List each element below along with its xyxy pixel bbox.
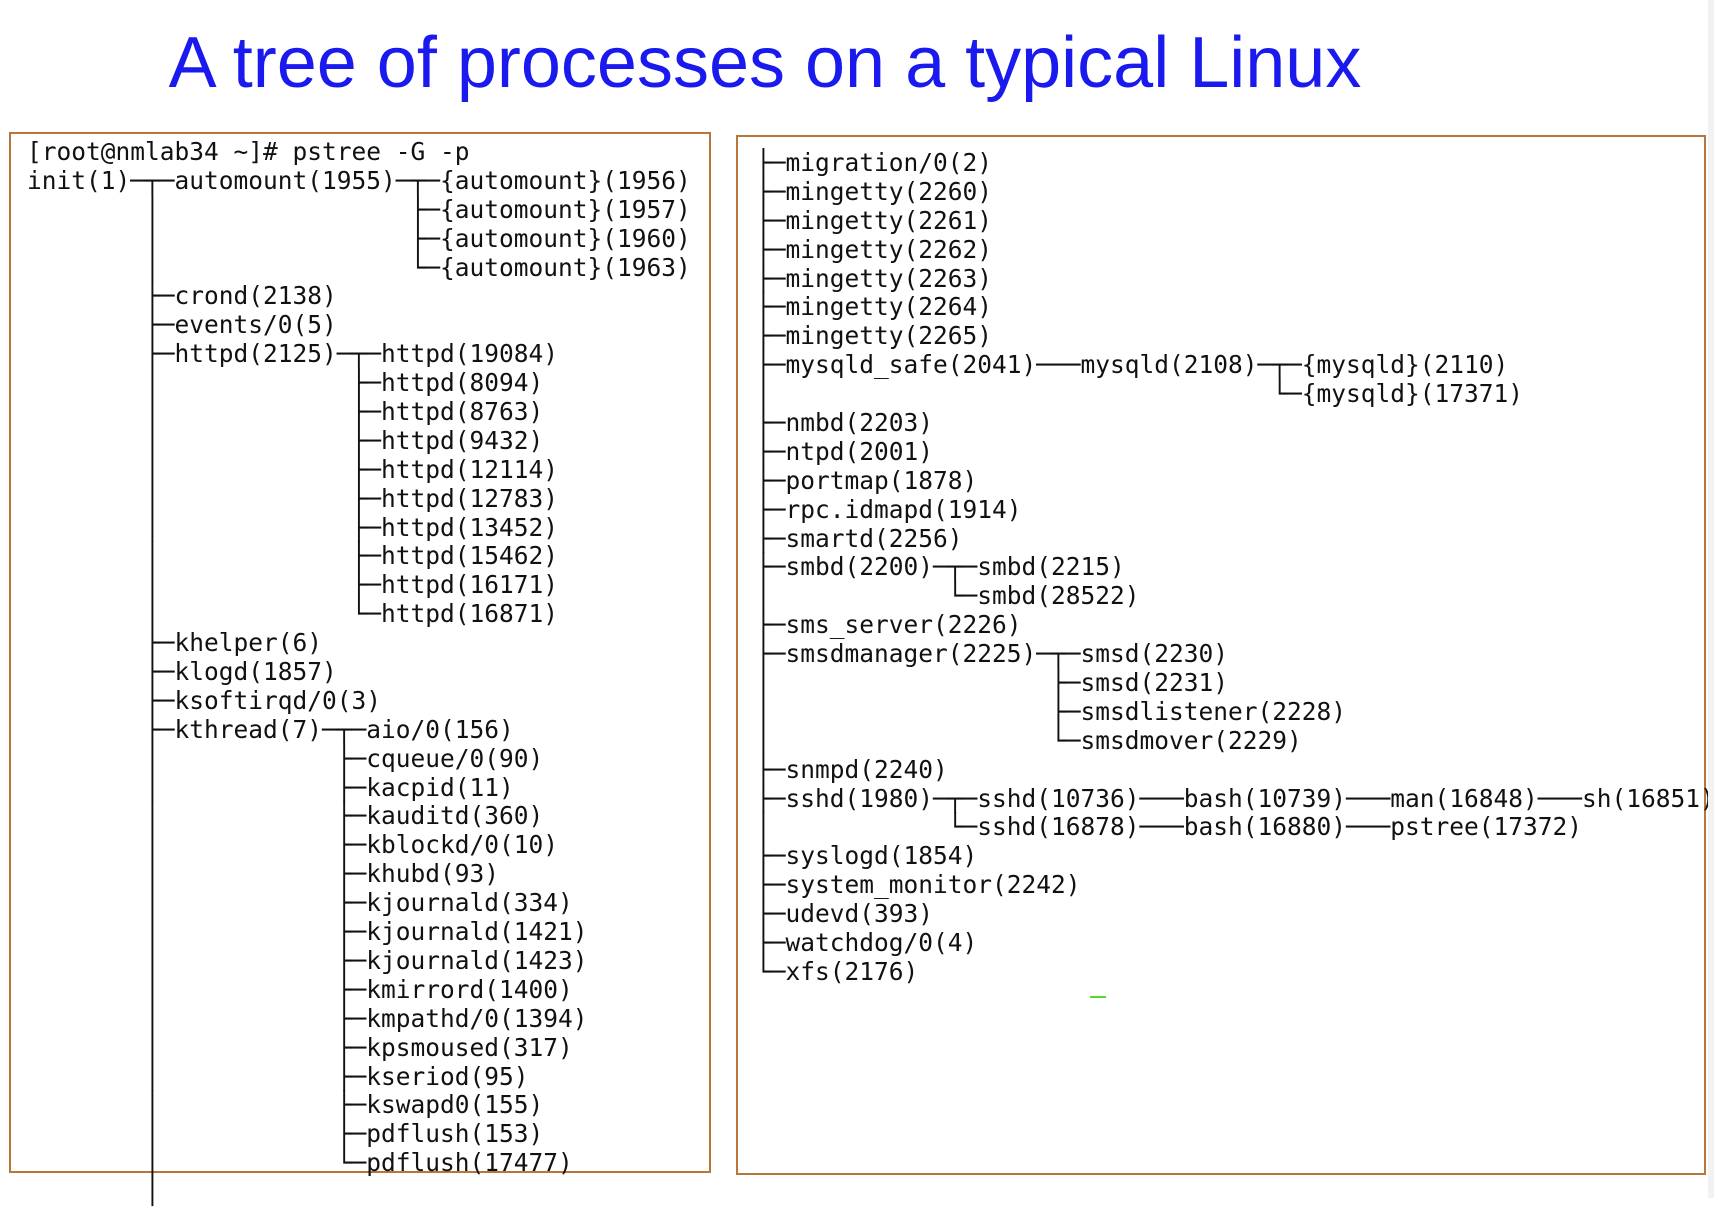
process-tree-line: │ ├─kmpathd/0(1394) bbox=[27, 1003, 588, 1033]
process-tree-line: ├─mysqld_safe(2041)───mysqld(2108)─┬─{my… bbox=[756, 350, 1509, 380]
pstree-output-right: ├─migration/0(2)├─mingetty(2260)├─minget… bbox=[756, 148, 1715, 987]
process-tree-line: ├─httpd(2125)─┬─httpd(19084) bbox=[27, 339, 559, 369]
process-tree-line: │ └─smsdmover(2229) bbox=[756, 725, 1302, 755]
process-tree-line: │ ├─smsdlistener(2228) bbox=[756, 696, 1347, 726]
process-tree-line: ├─snmpd(2240) bbox=[756, 754, 948, 784]
terminal-cursor bbox=[1090, 996, 1106, 998]
process-tree-line: ├─mingetty(2260) bbox=[756, 176, 993, 206]
process-tree-line: │ ├─httpd(8763) bbox=[27, 397, 544, 427]
process-tree-line: │ ├─kjournald(334) bbox=[27, 888, 573, 918]
process-tree-line: │ ├─khubd(93) bbox=[27, 859, 500, 889]
process-tree-line: │ bbox=[27, 1177, 160, 1207]
process-tree-line: ├─mingetty(2261) bbox=[756, 205, 993, 235]
process-tree-line: ├─udevd(393) bbox=[756, 899, 934, 929]
process-tree-line: │ ├─kpsmoused(317) bbox=[27, 1032, 573, 1062]
process-tree-line: ├─nmbd(2203) bbox=[756, 408, 934, 438]
slide-title: A tree of processes on a typical Linux bbox=[168, 23, 1362, 103]
process-tree-line: │ ├─httpd(12114) bbox=[27, 454, 559, 484]
process-tree-line: │ └─smbd(28522) bbox=[756, 581, 1140, 611]
process-tree-line: │ ├─httpd(9432) bbox=[27, 425, 544, 455]
process-tree-line: ├─smsdmanager(2225)─┬─smsd(2230) bbox=[756, 639, 1229, 669]
process-tree-line: ├─sshd(1980)─┬─sshd(10736)───bash(10739)… bbox=[756, 783, 1715, 813]
process-tree-line: ├─system_monitor(2242) bbox=[756, 870, 1081, 900]
process-tree-line: │ ├─kauditd(360) bbox=[27, 801, 544, 831]
process-tree-line: ├─smartd(2256) bbox=[756, 523, 963, 553]
process-tree-line: │ ├─kacpid(11) bbox=[27, 772, 514, 802]
process-tree-line: │ ├─{automount}(1960) bbox=[27, 223, 691, 253]
process-tree-line: │ └─httpd(16871) bbox=[27, 599, 559, 629]
process-tree-line: │ └─sshd(16878)───bash(16880)───pstree(1… bbox=[756, 812, 1583, 842]
slide-edge bbox=[1708, 0, 1714, 1198]
process-tree-line: ├─watchdog/0(4) bbox=[756, 928, 978, 958]
process-tree-line: │ ├─kmirrord(1400) bbox=[27, 974, 573, 1004]
process-tree-line: ├─mingetty(2264) bbox=[756, 292, 993, 322]
process-tree-line: │ ├─{automount}(1957) bbox=[27, 194, 691, 224]
process-tree-line: [root@nmlab34 ~]# pstree -G -p bbox=[27, 137, 470, 166]
process-tree-line: │ ├─kjournald(1423) bbox=[27, 945, 588, 975]
process-tree-line: │ ├─httpd(15462) bbox=[27, 541, 559, 571]
process-tree-line: ├─portmap(1878) bbox=[756, 465, 978, 495]
process-tree-line: ├─khelper(6) bbox=[27, 628, 323, 658]
process-tree-line: │ ├─cqueue/0(90) bbox=[27, 743, 544, 773]
process-tree-line: ├─mingetty(2265) bbox=[756, 321, 993, 351]
process-tree-line: │ ├─httpd(12783) bbox=[27, 483, 559, 513]
process-tree-line: └─xfs(2176) bbox=[756, 956, 919, 986]
terminal-panel-right: ├─migration/0(2)├─mingetty(2260)├─minget… bbox=[736, 135, 1715, 1175]
process-tree-line: ├─ntpd(2001) bbox=[756, 436, 934, 466]
process-tree-line: │ ├─kswapd0(155) bbox=[27, 1090, 544, 1120]
process-tree-line: │ ├─kseriod(95) bbox=[27, 1061, 529, 1091]
process-tree-line: │ ├─httpd(16171) bbox=[27, 570, 559, 600]
process-tree-line: ├─klogd(1857) bbox=[27, 657, 337, 687]
process-tree-line: ├─migration/0(2) bbox=[756, 148, 993, 177]
process-tree-line: init(1)─┬─automount(1955)─┬─{automount}(… bbox=[27, 165, 691, 195]
process-tree-line: │ └─{mysqld}(17371) bbox=[756, 379, 1524, 409]
process-tree-line: │ ├─kblockd/0(10) bbox=[27, 830, 559, 860]
process-tree-line: ├─mingetty(2262) bbox=[756, 234, 993, 264]
process-tree-line: │ ├─smsd(2231) bbox=[756, 668, 1229, 698]
process-tree-line: ├─crond(2138) bbox=[27, 281, 337, 311]
process-tree-line: ├─ksoftirqd/0(3) bbox=[27, 685, 382, 715]
process-tree-line: ├─syslogd(1854) bbox=[756, 841, 978, 871]
process-tree-line: │ ├─pdflush(153) bbox=[27, 1119, 544, 1149]
process-tree-line: │ └─pdflush(17477) bbox=[27, 1148, 573, 1178]
process-tree-line: ├─smbd(2200)─┬─smbd(2215) bbox=[756, 552, 1125, 582]
process-tree-line: │ ├─httpd(13452) bbox=[27, 512, 559, 542]
process-tree-line: ├─rpc.idmapd(1914) bbox=[756, 494, 1022, 524]
process-tree-line: ├─sms_server(2226) bbox=[756, 610, 1022, 640]
process-tree-line: │ ├─httpd(8094) bbox=[27, 368, 544, 398]
process-tree-line: │ ├─kjournald(1421) bbox=[27, 917, 588, 947]
process-tree-line: ├─mingetty(2263) bbox=[756, 263, 993, 293]
process-tree-line: │ └─{automount}(1963) bbox=[27, 252, 691, 282]
process-tree-line: ├─kthread(7)─┬─aio/0(156) bbox=[27, 714, 514, 744]
process-tree-line: ├─events/0(5) bbox=[27, 310, 337, 340]
